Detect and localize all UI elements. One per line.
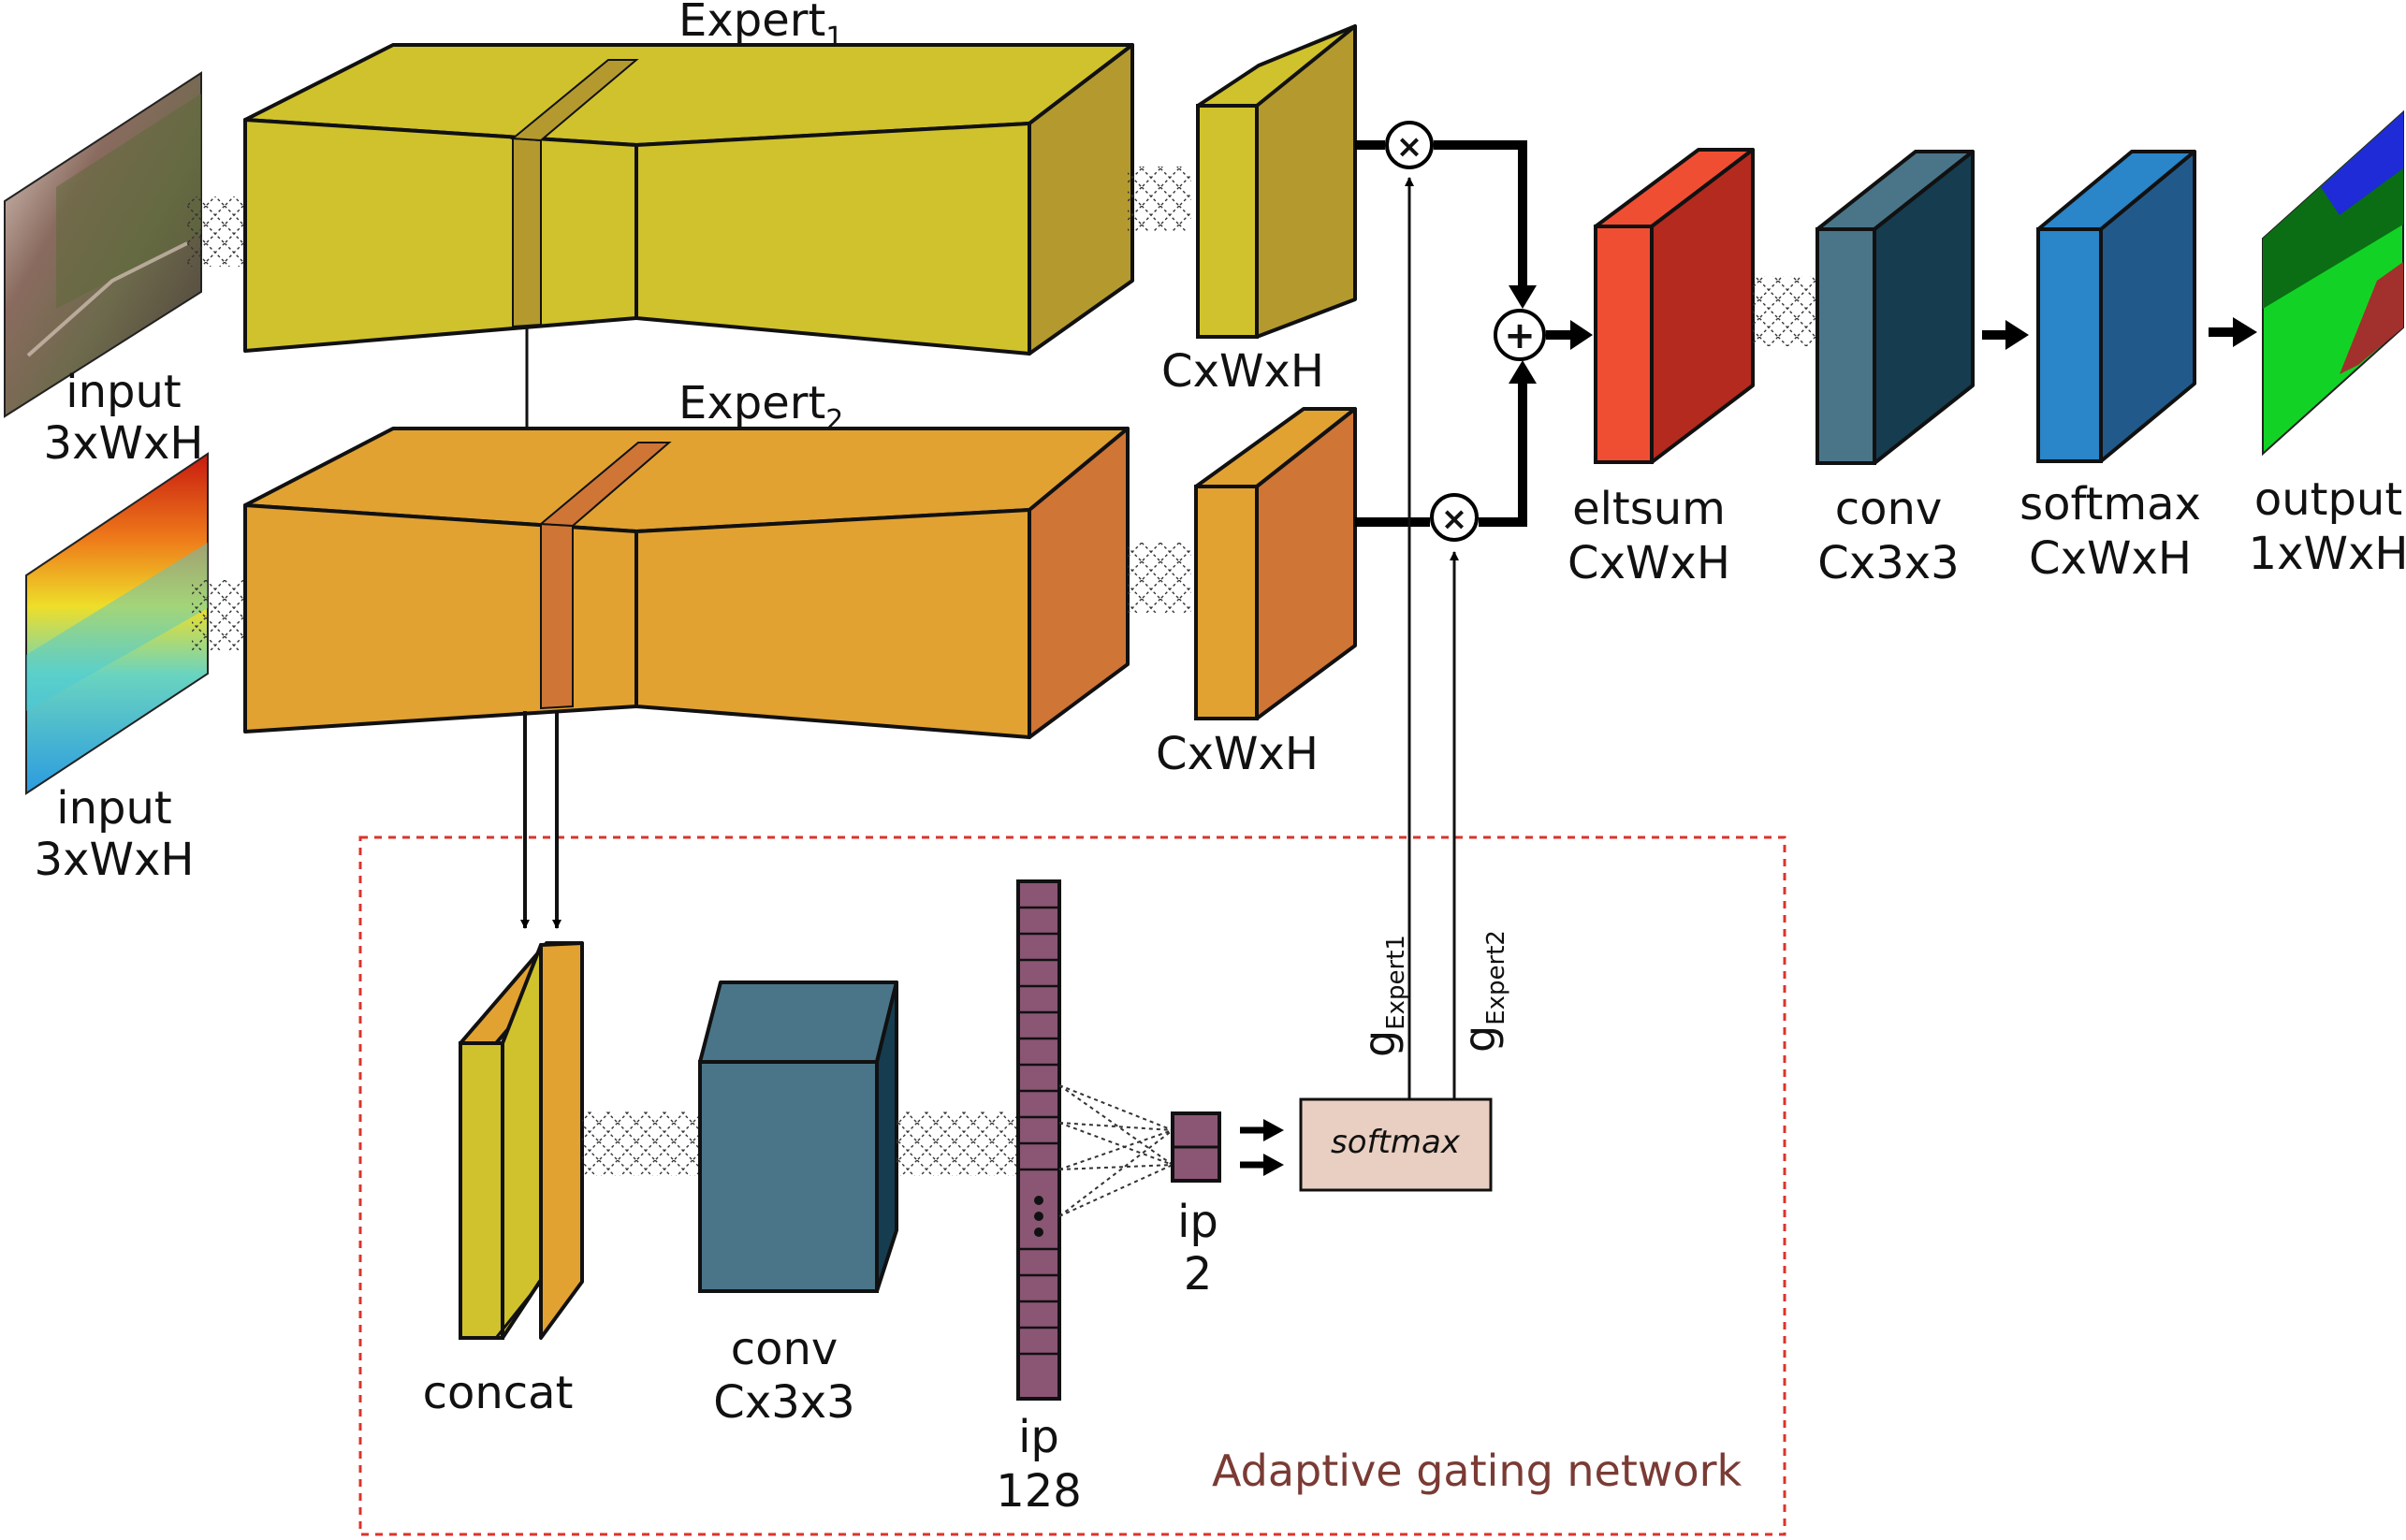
conv-ip128-dense-connection	[897, 1111, 1016, 1176]
input-rgb-label: input	[66, 366, 181, 418]
input-depth-dims: 3xWxH	[35, 834, 195, 886]
fusion-softmax-dims: CxWxH	[2029, 532, 2192, 585]
ip2-value: 2	[1184, 1248, 1213, 1300]
concat-conv-dense-connection	[582, 1111, 699, 1176]
ip2-to-softmax-arrowhead-1	[1263, 1119, 1284, 1141]
multiply2-to-sum-line	[1479, 379, 1527, 527]
input2-dense-connection	[192, 580, 243, 650]
fusion-conv-block	[1815, 150, 1975, 465]
expert2-encoder-decoder	[243, 427, 1130, 739]
expert2-output-dims: CxWxH	[1156, 728, 1319, 780]
input-rgb-dims: 3xWxH	[44, 417, 204, 470]
conv-to-softmax-arrowhead	[2005, 320, 2029, 350]
eltsum-block	[1594, 148, 1755, 464]
sum-operator	[1494, 309, 1546, 361]
fusion-conv-dims: Cx3x3	[1817, 537, 1959, 589]
expert2-title: Expert2	[678, 377, 843, 437]
gating-softmax-box	[1299, 1097, 1493, 1192]
expert1-output-block	[1196, 24, 1357, 339]
eltsum-conv-dense-connection	[1753, 276, 1818, 346]
multiply1-symbol: ×	[1396, 128, 1423, 166]
g-expert2-label: gExpert2	[1454, 930, 1510, 1053]
multiply1-to-sum-line	[1434, 140, 1527, 290]
multiply1-operator	[1385, 121, 1434, 169]
fusion-conv-label: conv	[1835, 483, 1943, 535]
input-depth-image	[25, 452, 209, 795]
eltsum-label: eltsum	[1572, 483, 1726, 535]
fusion-softmax-block	[2036, 150, 2196, 463]
ip2-to-softmax-arrowhead-2	[1263, 1154, 1284, 1176]
softmax-to-output-arrowhead	[2233, 317, 2257, 347]
input1-dense-connection	[187, 196, 243, 267]
output-label: output	[2254, 473, 2402, 526]
input-depth-label: input	[56, 782, 171, 835]
input-rgb-image	[4, 71, 202, 418]
ip128-ip2-dense-connection	[1058, 1084, 1174, 1217]
expert1-dense-connection	[1128, 167, 1191, 232]
multiply2-symbol: ×	[1441, 501, 1468, 538]
output-segmentation-image	[2262, 109, 2404, 457]
fusion-softmax-label: softmax	[2020, 478, 2201, 530]
eltsum-dims: CxWxH	[1568, 537, 1730, 589]
sum-to-eltsum-arrowhead	[1570, 320, 1593, 350]
multiply2-to-sum-arrowhead	[1509, 360, 1537, 384]
ip128-layer	[1016, 879, 1061, 1401]
expert1-title: Expert1	[678, 0, 843, 54]
expert2-output-block	[1194, 407, 1357, 720]
expert1-output-dims: CxWxH	[1161, 345, 1324, 398]
concat-block	[459, 941, 584, 1340]
sum-symbol: +	[1504, 314, 1536, 357]
ip2-label: ip	[1177, 1196, 1218, 1248]
ip2-layer	[1171, 1111, 1221, 1183]
output-dims: 1xWxH	[2249, 528, 2406, 580]
g-expert1-label: gExpert1	[1354, 935, 1410, 1057]
concat-label: concat	[423, 1367, 574, 1419]
expert2-dense-connection	[1128, 543, 1191, 613]
multiply2-operator	[1430, 493, 1479, 542]
gating-network-title: Adaptive gating network	[1212, 1446, 1743, 1496]
gating-network-border	[358, 835, 1786, 1536]
ip128-label: ip	[1018, 1411, 1059, 1463]
gating-conv-label: conv	[731, 1323, 838, 1375]
gating-conv-dims: Cx3x3	[713, 1376, 854, 1429]
gating-softmax-label: softmax	[1331, 1124, 1461, 1161]
gating-conv-block	[698, 981, 898, 1293]
multiply1-to-sum-arrowhead	[1509, 285, 1537, 309]
ip128-value: 128	[996, 1465, 1082, 1518]
expert1-encoder-decoder	[243, 43, 1134, 356]
